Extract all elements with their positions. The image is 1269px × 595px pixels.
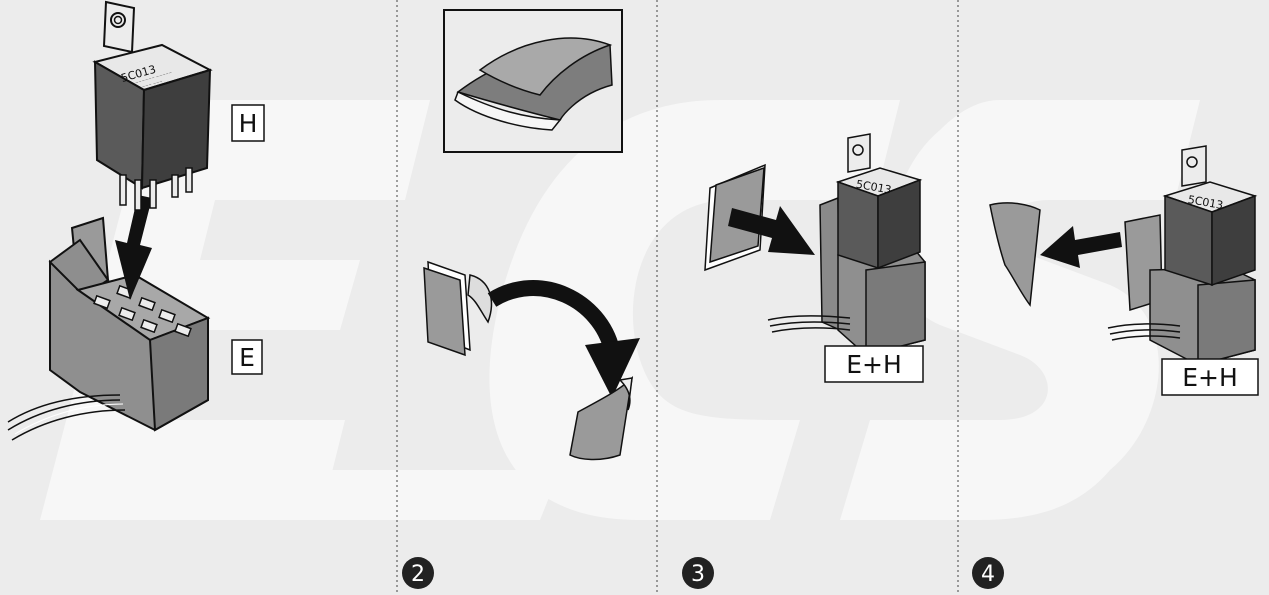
curved-arrow-icon xyxy=(487,280,640,398)
adhesive-detail-inset xyxy=(443,9,623,153)
step-3-badge: 3 xyxy=(682,557,714,589)
label-e: E xyxy=(239,343,255,372)
background-watermark xyxy=(40,100,1200,520)
assembled-relay-illustration: 5C013 xyxy=(767,133,926,356)
panel-2: 2 xyxy=(402,9,640,589)
label-eh: E+H xyxy=(846,350,902,379)
assembled-relay-illustration: 5C013 xyxy=(1107,145,1258,366)
panel-dividers xyxy=(396,0,959,595)
adhesive-liner-illustration xyxy=(569,375,634,461)
arrow-left-icon xyxy=(1040,226,1122,268)
removed-liner-illustration xyxy=(989,202,1041,307)
panel-4: 5C013 E+H 4 xyxy=(972,145,1259,589)
relay-code-label: 5C013 xyxy=(1187,193,1224,212)
step-2-number: 2 xyxy=(411,562,425,587)
arrow-right-icon xyxy=(728,206,815,255)
label-h-box: H xyxy=(231,104,265,142)
step-4-number: 4 xyxy=(981,562,995,587)
label-h: H xyxy=(239,109,258,138)
relay-illustration: 5C013 ~~~~~~ ~~~~~ ~~~ ~~~ xyxy=(92,0,213,211)
label-eh: E+H xyxy=(1182,363,1238,392)
label-e-box: E xyxy=(231,339,263,375)
panel-1: 5C013 ~~~~~~ ~~~~~ ~~~ ~~~ H E xyxy=(7,0,265,441)
adhesive-pad-illustration xyxy=(423,260,493,357)
svg-text:~~~ ~~~: ~~~ ~~~ xyxy=(141,78,163,89)
step-3-number: 3 xyxy=(691,562,705,587)
label-eh-box: E+H xyxy=(1161,358,1259,396)
relay-socket-illustration xyxy=(7,216,211,441)
relay-code-label: 5C013 xyxy=(855,178,892,197)
arrow-down-icon xyxy=(115,195,152,300)
label-eh-box: E+H xyxy=(824,345,924,383)
step-2-badge: 2 xyxy=(402,557,434,589)
step-4-badge: 4 xyxy=(972,557,1004,589)
panel-3: 5C013 E+H 3 xyxy=(682,133,926,589)
